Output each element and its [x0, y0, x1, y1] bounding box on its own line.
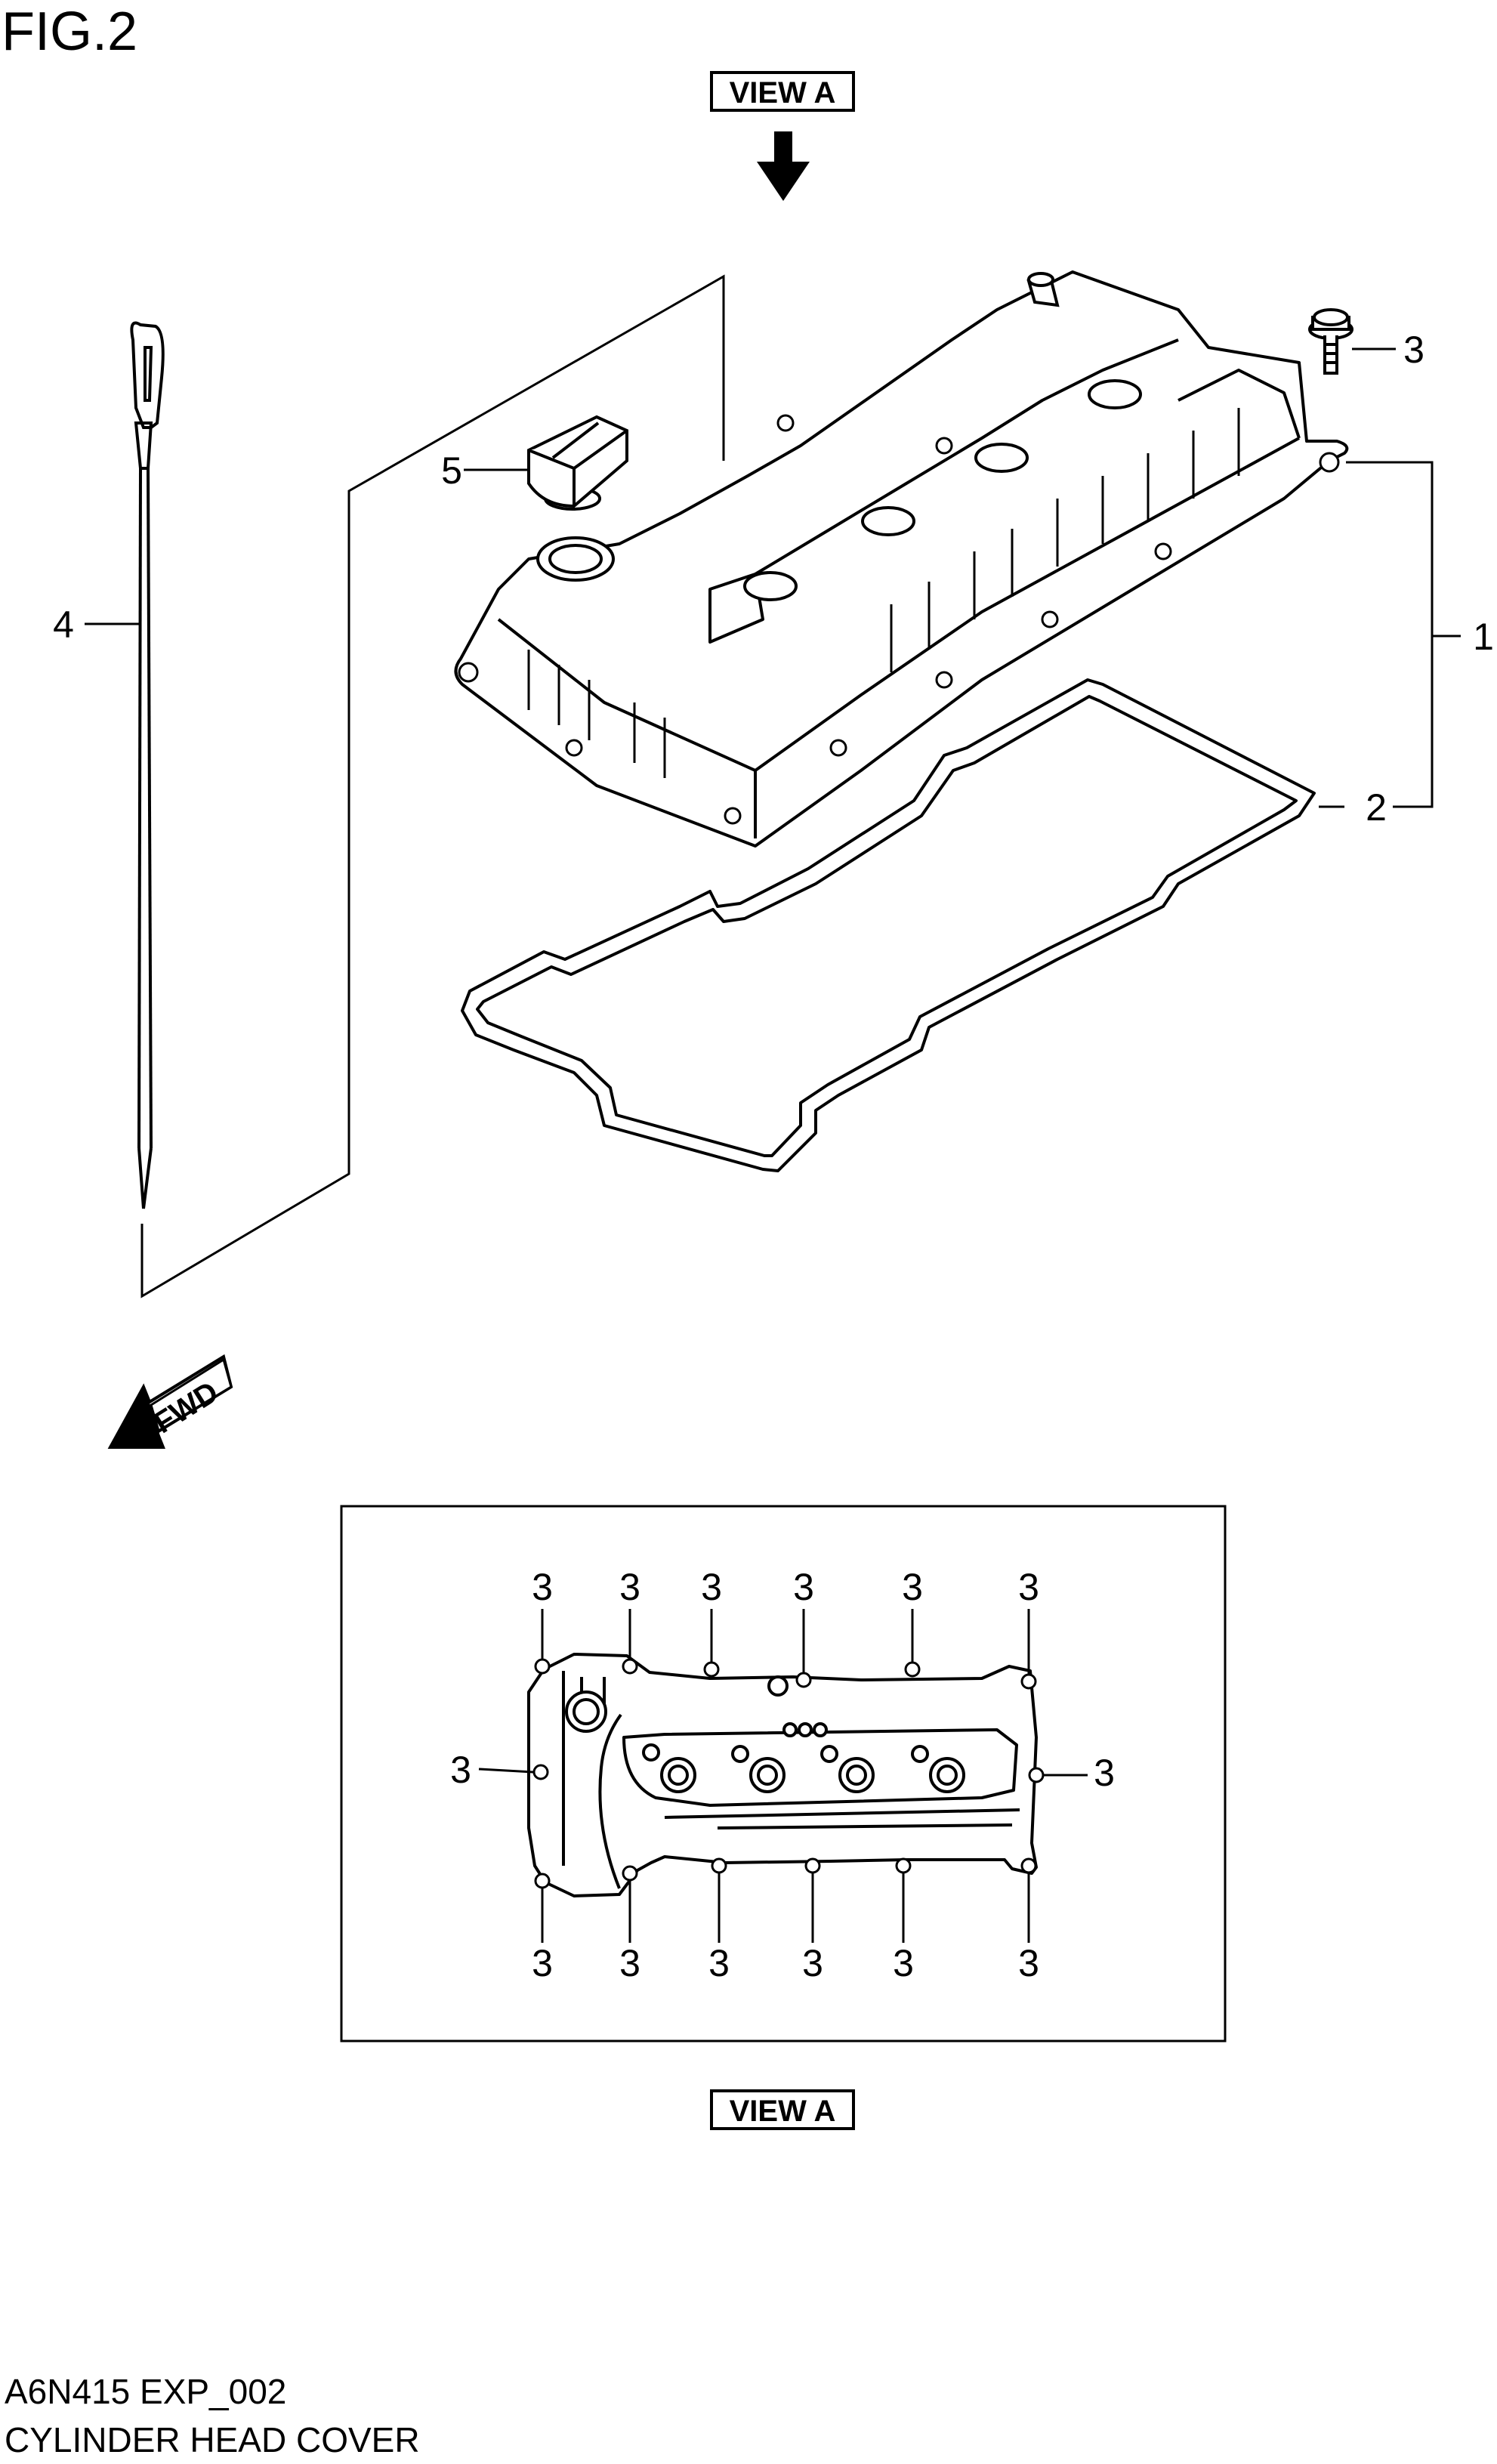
view-a-callout: 3 — [802, 1942, 823, 1984]
cover-spark-plug-holes — [743, 379, 1142, 601]
view-a-callout: 3 — [619, 1942, 640, 1984]
gasket-part — [461, 678, 1316, 1172]
view-a-label-bottom: VIEW A — [710, 2089, 855, 2130]
cover-oil-fill-port — [536, 536, 615, 582]
view-a-callout-left: 3 — [450, 1749, 471, 1791]
view-a-callout: 3 — [902, 1566, 923, 1608]
view-a-callout-right: 3 — [1094, 1752, 1115, 1794]
leader-lines — [85, 347, 1461, 808]
cylinder-head-cover-part — [454, 270, 1349, 848]
view-a-callout: 3 — [893, 1942, 914, 1984]
fwd-arrow-icon: FWD — [107, 1354, 233, 1449]
view-a-bolt-points — [532, 1658, 1045, 1889]
view-a-callout: 3 — [701, 1566, 722, 1608]
view-a-label-top: VIEW A — [710, 71, 855, 112]
view-a-ports — [565, 1675, 965, 1793]
view-a-callout: 3 — [532, 1566, 553, 1608]
view-a-leaders — [478, 1609, 1088, 1943]
view-a-callout: 3 — [619, 1566, 640, 1608]
view-a-callouts-bottom: 3 3 3 3 3 3 — [532, 1942, 1039, 1984]
callout-3: 3 — [1403, 329, 1424, 371]
callout-5: 5 — [441, 449, 462, 492]
bolt-part — [1308, 308, 1353, 375]
view-a-callouts-top: 3 3 3 3 3 3 — [532, 1566, 1039, 1608]
dipstick-part — [130, 321, 165, 1209]
view-a-callout: 3 — [708, 1942, 730, 1984]
cover-bolt-bosses — [458, 414, 1340, 825]
view-arrow-icon — [757, 131, 810, 201]
diagram-name: CYLINDER HEAD COVER — [5, 2420, 420, 2459]
svg-text:VIEW A: VIEW A — [730, 76, 836, 110]
view-a-callout: 3 — [1018, 1566, 1039, 1608]
dipstick-bracket — [140, 274, 725, 1298]
view-a-callout: 3 — [793, 1566, 814, 1608]
svg-text:VIEW A: VIEW A — [730, 2095, 836, 2128]
cover-ribs — [527, 408, 1240, 778]
view-a-callout: 3 — [532, 1942, 553, 1984]
callout-4: 4 — [53, 604, 74, 646]
view-a-callout: 3 — [1018, 1942, 1039, 1984]
diagram-code: A6N415 EXP_002 — [5, 2372, 286, 2411]
callout-1: 1 — [1473, 616, 1494, 658]
cover-pcv-port — [1026, 272, 1060, 307]
figure-title: FIG.2 — [2, 2, 137, 62]
callout-2: 2 — [1366, 786, 1387, 829]
oil-filler-cap-part — [527, 415, 628, 511]
